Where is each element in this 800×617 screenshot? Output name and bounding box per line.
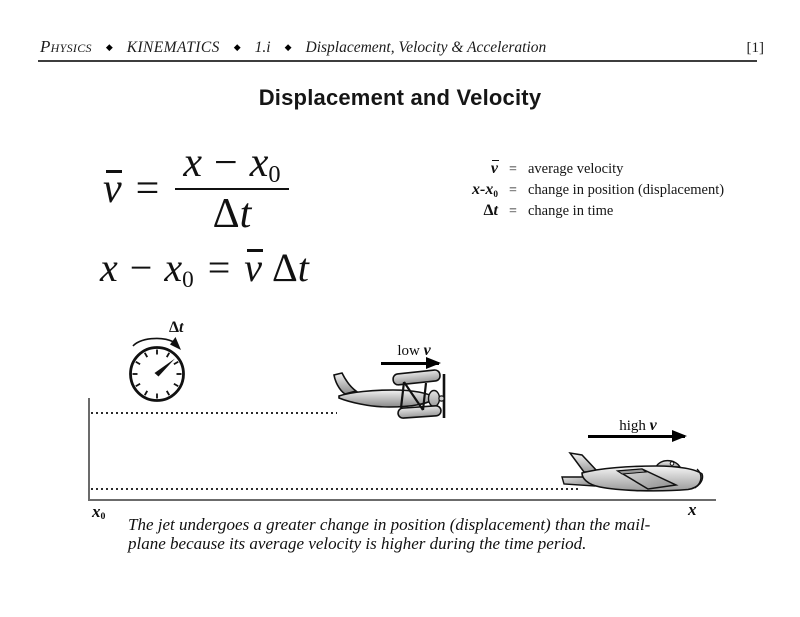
header-section: 1.i xyxy=(254,39,271,56)
header-rule xyxy=(38,60,757,62)
fraction: x−x0 Δt xyxy=(175,140,289,238)
legend-definition: average velocity xyxy=(528,161,624,177)
page-header: Physics ◆ KINEMATICS ◆ 1.i ◆ Displacemen… xyxy=(40,37,764,57)
delta-t-label: Δt xyxy=(169,319,184,336)
caption-line-1: The jet undergoes a greater change in po… xyxy=(128,515,651,534)
header-unit: KINEMATICS xyxy=(126,39,220,56)
header-course: Physics xyxy=(40,37,92,56)
legend-definition: change in position (displacement) xyxy=(528,182,725,198)
high-v-arrow xyxy=(588,430,687,442)
equals-sign: = xyxy=(207,245,231,290)
legend-symbol: v xyxy=(490,160,499,177)
legend-definition: change in time xyxy=(528,203,614,219)
vbar-symbol: v xyxy=(244,245,263,290)
header-topic: Displacement, Velocity & Acceleration xyxy=(305,39,547,56)
legend-equals: = xyxy=(509,162,517,177)
position-axis-baseline xyxy=(88,499,716,501)
symbol-legend: v = average velocity x-x0 = change in po… xyxy=(420,160,724,220)
x-axis-label: x xyxy=(688,500,697,519)
average-velocity-formula: v = x−x0 Δt xyxy=(103,140,289,238)
diamond-icon: ◆ xyxy=(105,41,113,52)
jet-image xyxy=(561,451,704,492)
x0-axis-label: x0 xyxy=(92,502,106,523)
origin-vertical-line xyxy=(88,398,90,500)
denominator: Δt xyxy=(212,191,252,238)
diamond-icon: ◆ xyxy=(284,41,292,52)
vbar-symbol: v xyxy=(103,166,123,213)
upper-dotted-line xyxy=(91,412,337,414)
page-number: [1] xyxy=(746,40,765,56)
stopwatch-icon xyxy=(129,337,185,402)
legend-equals: = xyxy=(509,204,517,219)
equals-sign: = xyxy=(135,166,160,213)
fraction-bar xyxy=(175,188,289,191)
legend-symbol: Δt xyxy=(483,202,498,219)
low-v-arrow xyxy=(381,357,441,369)
caption-line-2: plane because its average velocity is hi… xyxy=(128,534,587,553)
lower-dotted-line xyxy=(91,488,578,490)
caption: The jet undergoes a greater change in po… xyxy=(128,515,650,553)
diamond-icon: ◆ xyxy=(233,41,241,52)
mailplane-image xyxy=(333,369,446,419)
numerator: x−x0 xyxy=(183,140,281,189)
low-v-label: low v xyxy=(397,342,431,359)
high-v-label: high v xyxy=(619,417,657,434)
legend-symbol: x-x0 xyxy=(472,181,498,201)
legend-equals: = xyxy=(509,183,517,198)
page-title: Displacement and Velocity xyxy=(258,85,542,110)
